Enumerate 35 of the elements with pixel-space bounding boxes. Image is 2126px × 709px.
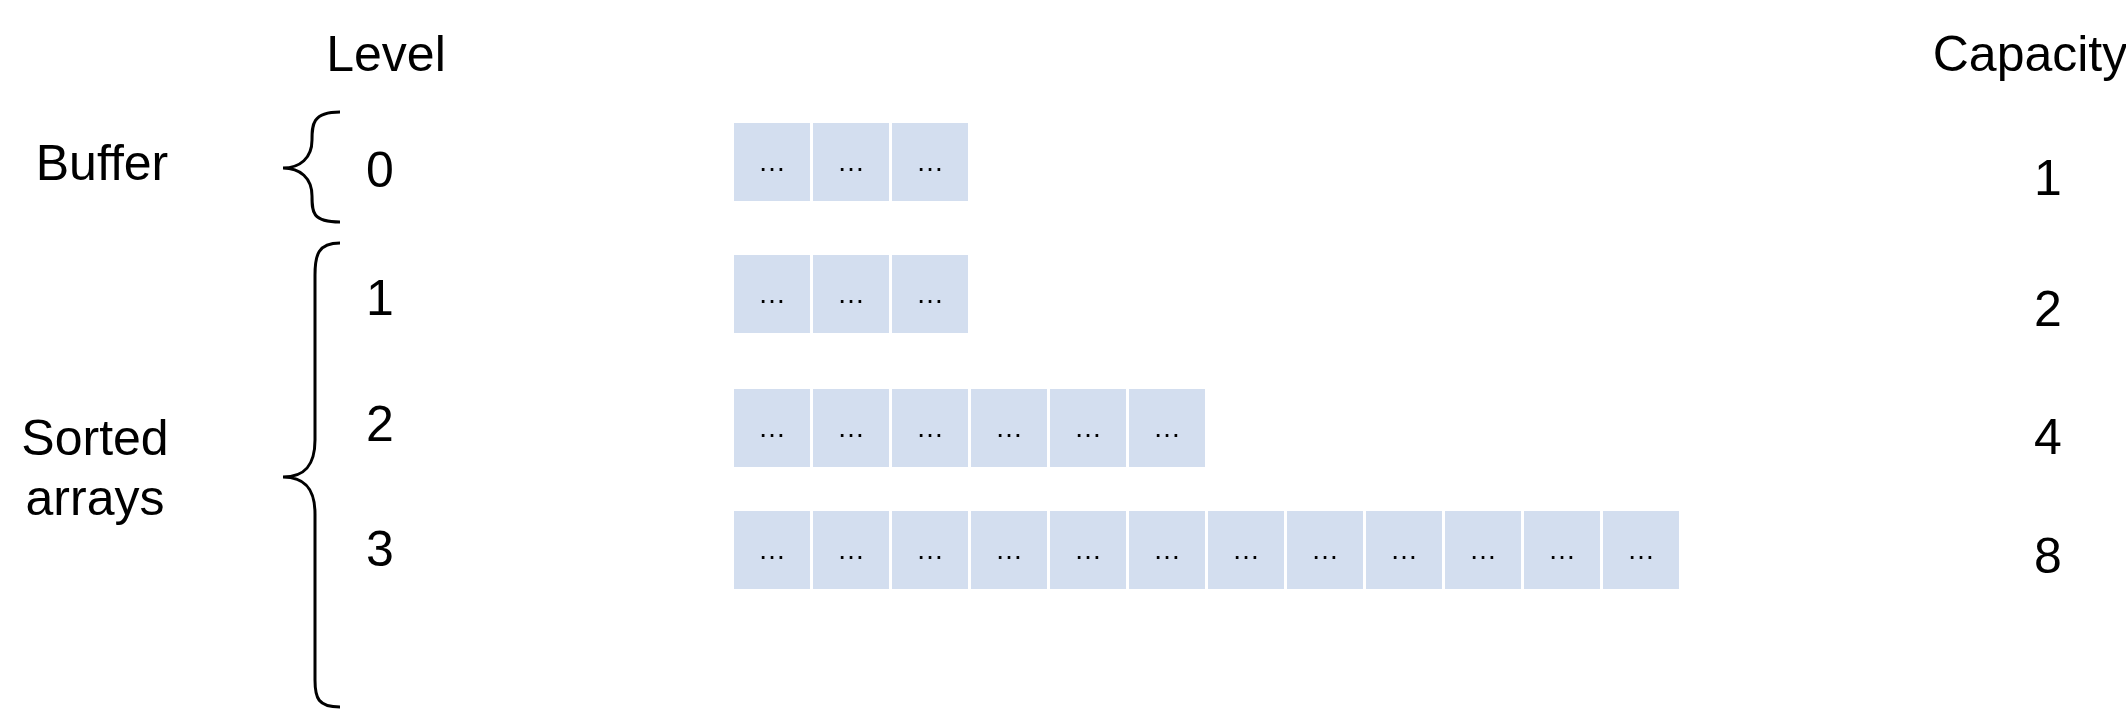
array-cell: …: [734, 123, 810, 201]
array-cell: …: [971, 511, 1047, 589]
level-number: 3: [366, 520, 394, 579]
array-cell: …: [1366, 511, 1442, 589]
array-cell: …: [1050, 511, 1126, 589]
array-cell: …: [1603, 511, 1679, 589]
array-cell: …: [1050, 389, 1126, 467]
array-cell: …: [892, 255, 968, 333]
level-number: 0: [366, 141, 394, 200]
array-cell: …: [813, 123, 889, 201]
array-cell: …: [1208, 511, 1284, 589]
array-cell: …: [971, 389, 1047, 467]
array-cell: …: [734, 255, 810, 333]
capacity-value: 8: [2034, 527, 2062, 586]
row-group-label: Buffer: [35, 134, 169, 193]
array-cell: …: [813, 511, 889, 589]
array-cell: …: [1287, 511, 1363, 589]
array-cell: …: [892, 389, 968, 467]
array-cell: …: [892, 123, 968, 201]
array-cell: …: [734, 511, 810, 589]
array-cell: …: [1129, 511, 1205, 589]
array-cell: …: [1524, 511, 1600, 589]
level-number: 1: [366, 269, 394, 328]
array-cell: …: [813, 389, 889, 467]
level-number: 2: [366, 395, 394, 454]
capacity-value: 4: [2034, 408, 2062, 467]
row-group-label: Sorted arrays: [20, 409, 170, 528]
array-cell: …: [813, 255, 889, 333]
array-cell: …: [1129, 389, 1205, 467]
array-cell: …: [734, 389, 810, 467]
array-cell: …: [1445, 511, 1521, 589]
capacity-value: 2: [2034, 280, 2062, 339]
array-cell: …: [892, 511, 968, 589]
column-heading: Level: [326, 25, 446, 84]
capacity-value: 1: [2034, 149, 2062, 208]
